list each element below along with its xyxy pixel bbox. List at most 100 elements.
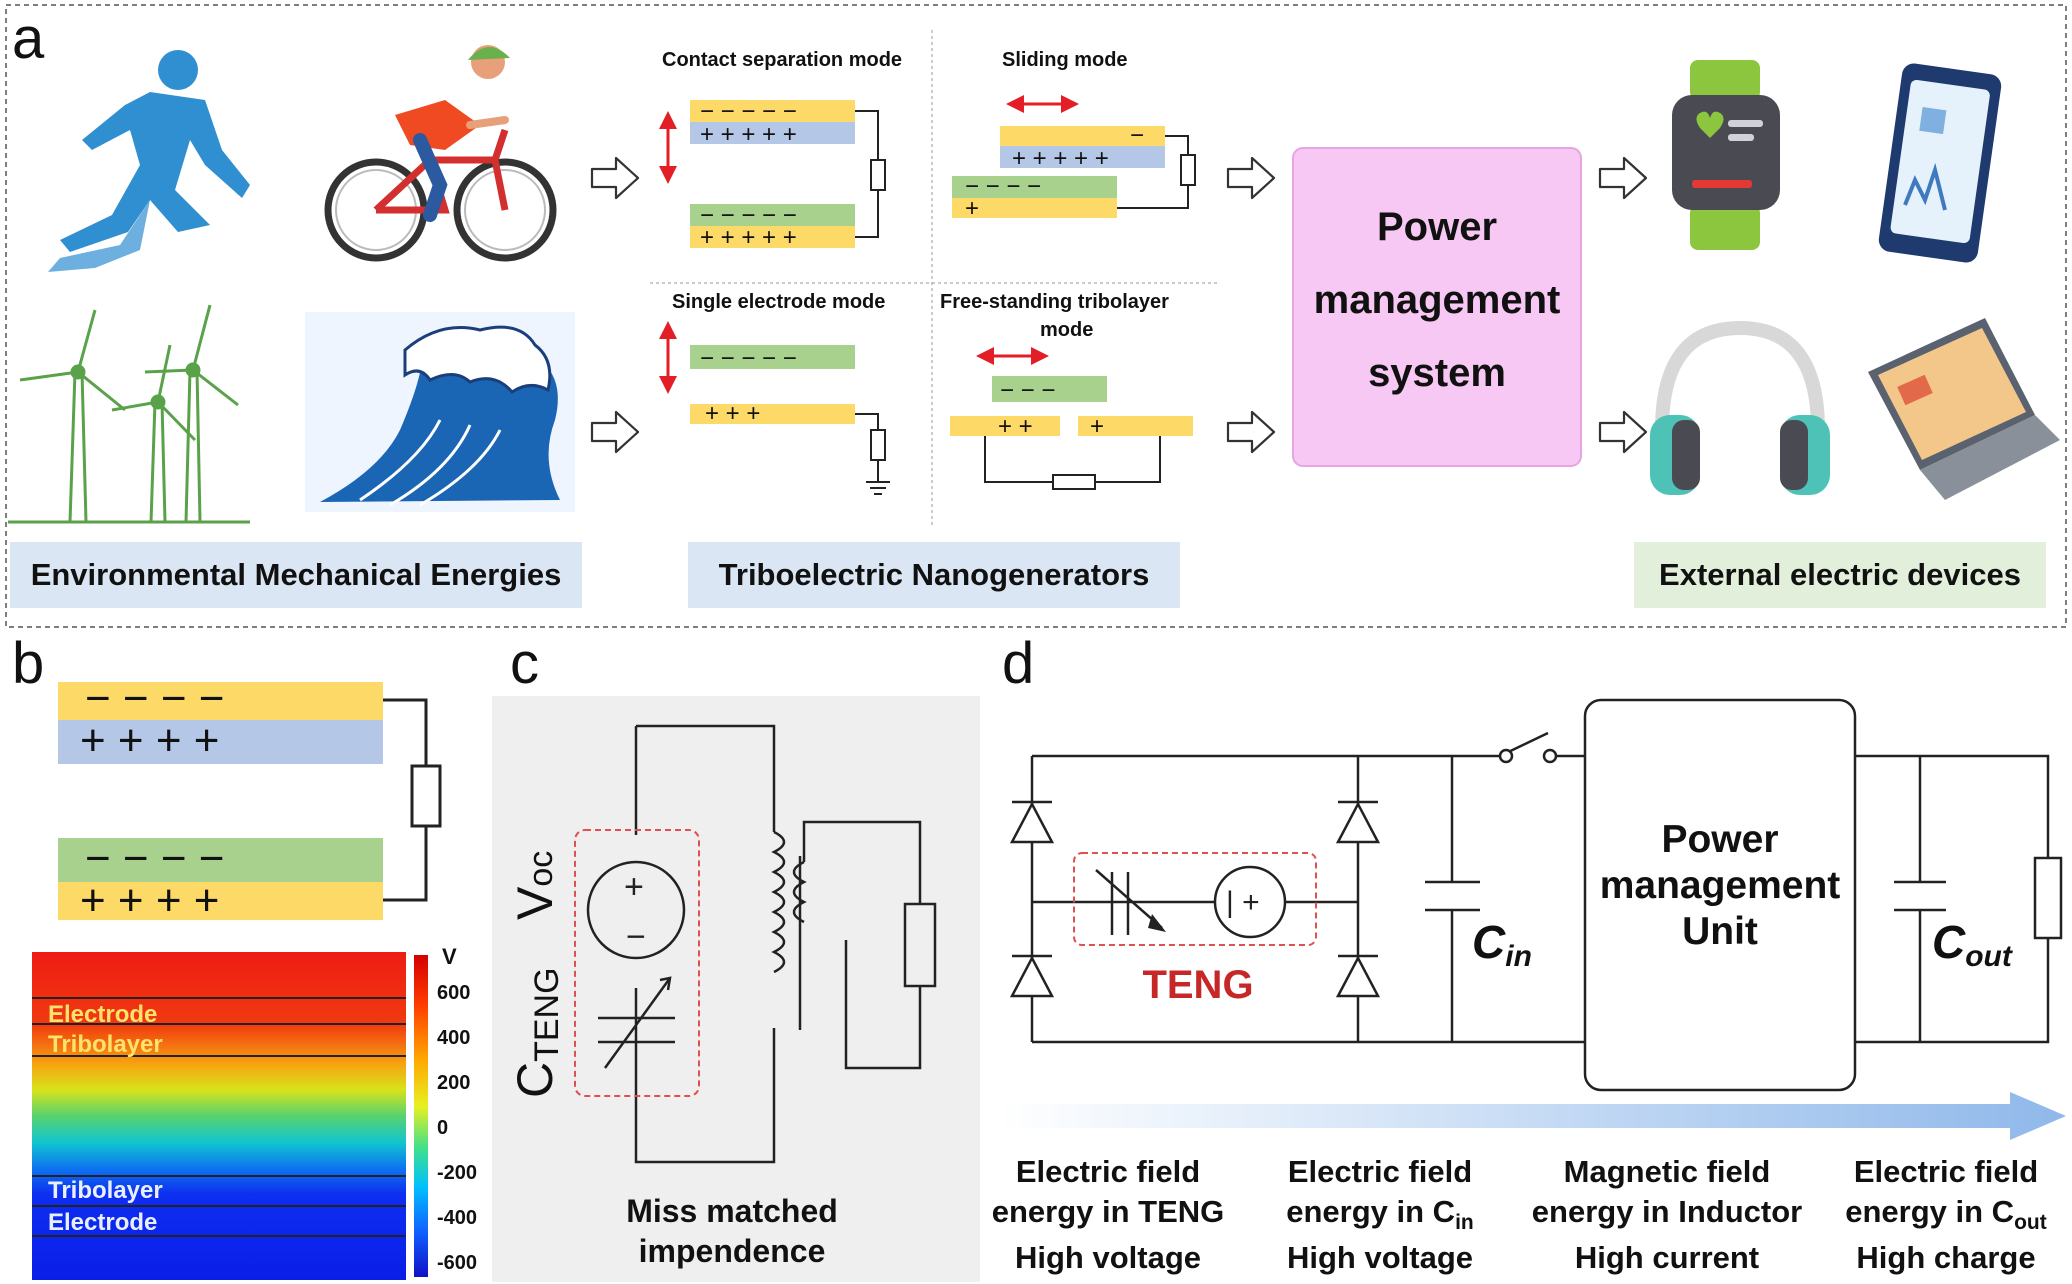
wind-turbine-icon [8, 304, 250, 524]
rectifier-diodes [1009, 800, 1381, 998]
svg-text:+ + + + +: + + + + + [1012, 145, 1109, 172]
svg-text:− − − − −: − − − − − [700, 345, 797, 372]
panel-b-device: − − − − + + + + − − − − + + + + [58, 674, 442, 925]
ocean-wave-icon [305, 312, 575, 512]
panel-b-letter: b [12, 631, 44, 696]
colorbar-tick: 600 [437, 982, 470, 1004]
cyclist-icon [324, 45, 557, 262]
field-electrode-bottom: Electrode [48, 1209, 157, 1236]
devices-label-bg [1634, 542, 2046, 608]
svg-text:+ + + +: + + + + [80, 716, 219, 765]
svg-text:+: + [1090, 413, 1104, 440]
runner-icon [48, 50, 250, 272]
teng-cap-arrowhead [1148, 914, 1166, 932]
pmu-line1: Power [1661, 818, 1778, 861]
colorbar [414, 955, 428, 1277]
energy-stage-1-line-2: energy in TENG [992, 1194, 1225, 1229]
energy-stage-3-line-1: Magnetic field [1564, 1154, 1771, 1189]
svg-text:−: − [1130, 122, 1144, 149]
field-tribolayer-bottom: Tribolayer [48, 1177, 163, 1204]
cout-label: Cout [1932, 916, 2014, 973]
svg-text:− − − −: − − − − [965, 173, 1041, 200]
svg-text:− − − − −: − − − − − [700, 98, 797, 125]
energy-stage-1-line-3: High voltage [1015, 1240, 1201, 1275]
colorbar-tick: -400 [437, 1207, 477, 1229]
cin-label: Cin [1472, 916, 1532, 973]
svg-text:+ + +: + + + [705, 400, 760, 427]
contact-mode-title: Contact separation mode [662, 49, 902, 71]
arrow-sources-to-teng-top [590, 156, 640, 200]
arrow-teng-to-pms-bottom [1226, 410, 1276, 454]
svg-text:+ +: + + [998, 413, 1033, 440]
voc-label: Voc [507, 851, 563, 920]
energy-stage-4-line-1: Electric field [1854, 1154, 2038, 1189]
colorbar-tick: -200 [437, 1162, 477, 1184]
panel-d-circuit [1030, 731, 2063, 1044]
svg-text:− − − −: − − − − [85, 674, 224, 723]
single-mode-title: Single electrode mode [672, 291, 885, 313]
colorbar-tick: 0 [437, 1117, 448, 1139]
energy-stage-2-line-2: energy in Cin [1286, 1194, 1474, 1234]
switch-contact-right [1542, 748, 1558, 764]
energy-stage-4-line-2: energy in Cout [1845, 1194, 2046, 1234]
freestanding-mode-title-2: mode [1040, 319, 1093, 341]
sources-label-bg [10, 542, 582, 608]
energy-flow-arrow [998, 1092, 2066, 1140]
svg-text:− − − − −: − − − − − [700, 202, 797, 229]
field-tribolayer-top: Tribolayer [48, 1031, 163, 1058]
svg-text:− − − −: − − − − [85, 834, 224, 883]
energy-stage-2-line-1: Electric field [1288, 1154, 1472, 1189]
sliding-mode-device: − + + + + + − − − − + [952, 95, 1196, 222]
smartwatch-icon [1672, 60, 1780, 250]
arrow-teng-to-pms-top [1226, 156, 1276, 200]
freestanding-mode-title: Free-standing tribolayer [940, 291, 1169, 313]
svg-text:+ + + + +: + + + + + [700, 121, 797, 148]
panel-c-caption-1: Miss matched [626, 1193, 838, 1229]
energy-stage-1-line-1: Electric field [1016, 1154, 1200, 1189]
pms-line3: system [1368, 351, 1506, 395]
panel-d-letter: d [1002, 631, 1034, 696]
colorbar-tick: -600 [437, 1252, 477, 1274]
teng-label: TENG [1142, 963, 1253, 1007]
source-minus: − [626, 918, 646, 956]
smartphone-icon [1878, 63, 2002, 263]
switch-contact-left [1498, 748, 1514, 764]
headphones-icon [1650, 320, 1830, 495]
panel-a-letter: a [12, 6, 45, 71]
field-electrode-top: Electrode [48, 1001, 157, 1028]
energy-stage-3-line-2: energy in Inductor [1532, 1194, 1802, 1229]
teng-equivalent-box [574, 829, 700, 1097]
pms-line2: management [1314, 278, 1561, 322]
sources-label: Environmental Mechanical Energies [31, 557, 562, 592]
potential-field-map [32, 952, 406, 1280]
energy-stage-2-line-3: High voltage [1287, 1240, 1473, 1275]
colorbar-tick: 200 [437, 1072, 470, 1094]
cteng-label: CTENG [507, 967, 566, 1098]
source-plus: + [624, 868, 644, 906]
teng-label-bg [688, 542, 1180, 608]
svg-text:+: + [965, 195, 979, 222]
arrow-pms-to-devices-bottom [1598, 410, 1648, 454]
panel-c-caption-2: impendence [639, 1233, 826, 1269]
panel-a-frame [5, 4, 2067, 628]
arrow-pms-to-devices-top [1598, 156, 1648, 200]
energy-stage-4-line-3: High charge [1856, 1240, 2035, 1275]
contact-mode-device: − − − − − + + + + + − − − − − + + + + + [659, 98, 886, 251]
teng-label: Triboelectric Nanogenerators [719, 557, 1150, 592]
energy-stage-3-line-3: High current [1575, 1240, 1759, 1275]
teng-source-symbols: | + [1226, 886, 1260, 919]
power-management-system-box [1292, 147, 1582, 467]
svg-text:− − −: − − − [1000, 377, 1055, 404]
svg-text:+ + + + +: + + + + + [700, 224, 797, 251]
freestanding-mode-device: − − − + + + [950, 347, 1193, 490]
pmu-line3: Unit [1682, 910, 1758, 953]
arrow-sources-to-teng-bottom [590, 410, 640, 454]
svg-text:+ + + +: + + + + [80, 876, 219, 925]
panel-c-circuit [586, 724, 937, 1164]
colorbar-unit: V [442, 944, 457, 969]
pmu-line2: management [1600, 864, 1841, 907]
laptop-icon [1868, 318, 2060, 500]
single-mode-device: − − − − − + + + [659, 321, 890, 495]
